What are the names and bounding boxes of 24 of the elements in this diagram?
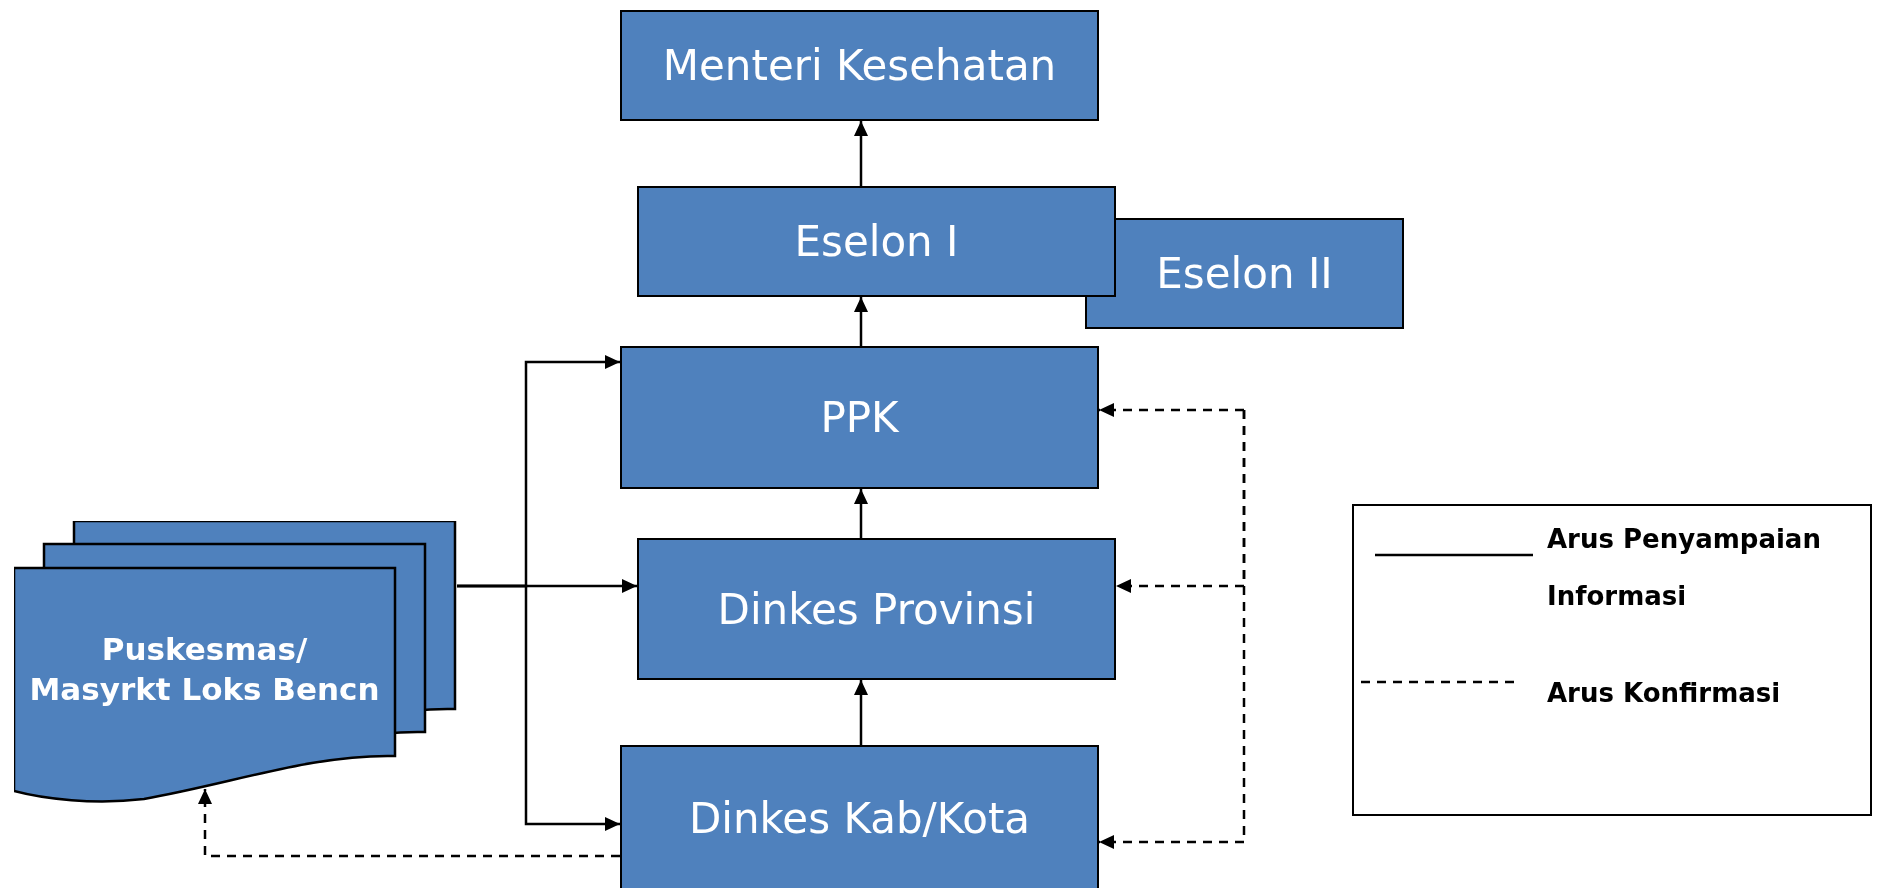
process-box: [637, 186, 1116, 297]
document-stack: [14, 521, 457, 806]
dashed-arrow: [1099, 403, 1244, 417]
legend-label: Arus Penyampaian Informasi: [1547, 523, 1822, 613]
arrow: [854, 489, 868, 538]
node-label: Dinkes Kab/Kota: [688, 793, 1031, 843]
process-box: [620, 346, 1099, 489]
node-label: Eselon I: [794, 217, 959, 266]
process-box: [637, 538, 1116, 680]
arrow: [854, 297, 868, 346]
process-box: [1085, 218, 1404, 329]
node-label: Eselon II: [1156, 249, 1333, 298]
node-label: PPK: [820, 393, 899, 442]
node-label: Puskesmas/ Masyrkt Loks Bencn: [28, 629, 381, 709]
dashed-arrow: [198, 789, 620, 858]
arrow: [854, 121, 868, 186]
node-label: Menteri Kesehatan: [662, 41, 1057, 90]
process-box: [620, 10, 1099, 121]
dashed-arrow: [1099, 410, 1246, 849]
arrow: [854, 680, 868, 745]
process-box: [620, 745, 1099, 888]
arrow: [457, 584, 620, 831]
node-label: Dinkes Provinsi: [717, 584, 1036, 634]
legend-label: Arus Konfirmasi: [1547, 677, 1782, 710]
